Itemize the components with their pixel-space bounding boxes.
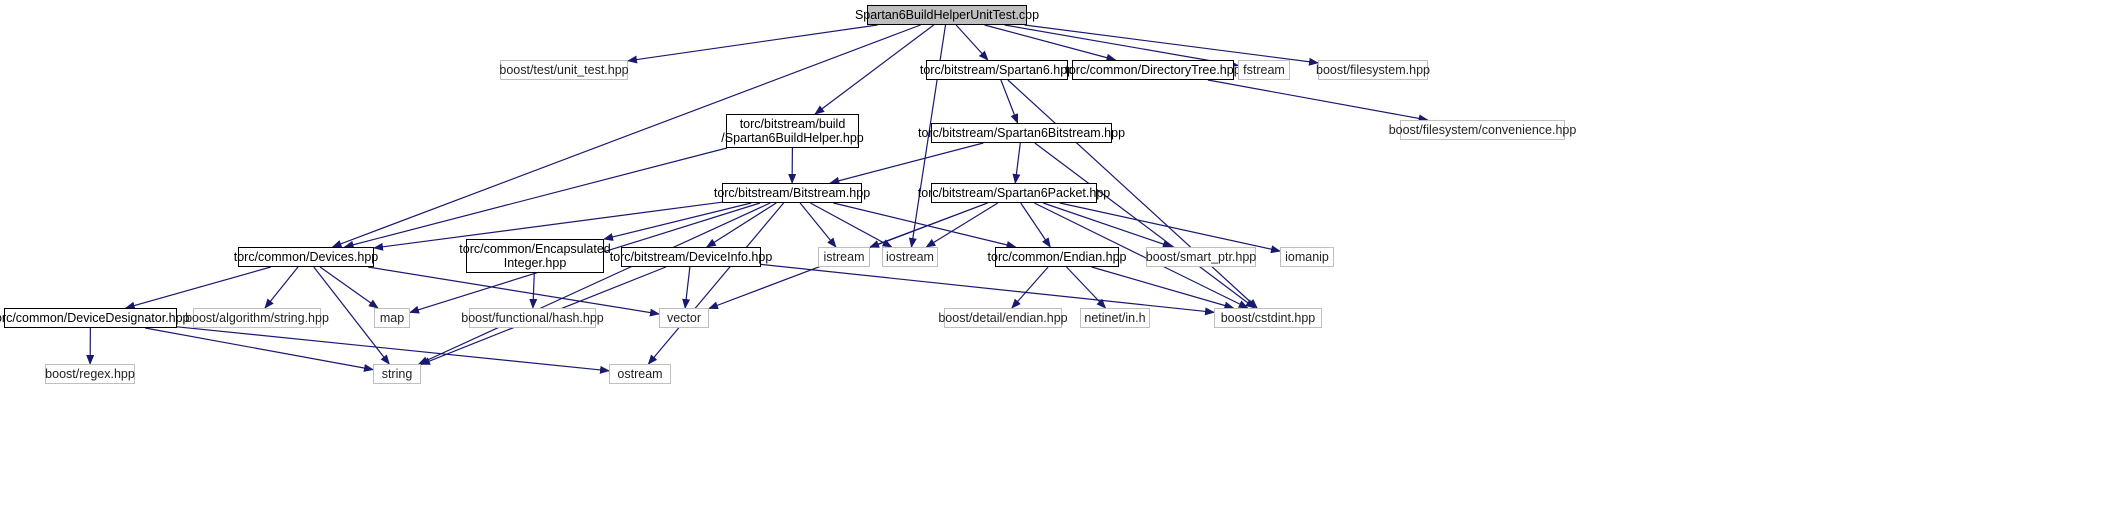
edge-root-to-spartan6: [955, 24, 989, 61]
node-regex: boost/regex.hpp: [45, 364, 135, 384]
edge-devinfo-to-cstdint: [760, 263, 1215, 316]
edge-root-to-s6bh: [814, 24, 935, 115]
edge-bitstream-to-endian: [833, 202, 1017, 249]
node-iomanip: iomanip: [1280, 247, 1334, 267]
node-encint[interactable]: torc/common/Encapsulated Integer.hpp: [459, 239, 611, 273]
edge-endian-to-cstdint: [1091, 266, 1235, 310]
node-dirtree[interactable]: torc/common/DirectoryTree.hpp: [1065, 60, 1241, 80]
edge-s6bs-to-bitstream: [829, 142, 984, 185]
edge-root-to-unit_test: [627, 24, 878, 64]
node-s6bs[interactable]: torc/bitstream/Spartan6Bitstream.hpp: [918, 123, 1125, 143]
node-devdes[interactable]: torc/common/DeviceDesignator.hpp: [0, 308, 190, 328]
edge-bitstream-to-istream: [799, 202, 837, 248]
node-endian[interactable]: torc/common/Endian.hpp: [988, 247, 1126, 267]
node-bfs_conv: boost/filesystem/convenience.hpp: [1389, 120, 1576, 140]
node-ostream: ostream: [609, 364, 671, 384]
node-fstream: fstream: [1238, 60, 1290, 80]
edge-devdes-to-ostream: [176, 326, 610, 374]
edge-s6packet-to-endian: [1020, 202, 1051, 248]
edge-endian-to-detend: [1011, 266, 1049, 309]
edge-root-to-fstream: [1004, 24, 1239, 68]
edge-root-to-bfs: [1024, 24, 1319, 66]
edge-s6packet-to-smartptr: [1043, 202, 1173, 248]
edge-s6packet-to-cstdint: [1034, 202, 1249, 309]
edge-devices-to-algstr: [264, 266, 299, 309]
node-spartan6[interactable]: torc/bitstream/Spartan6.hpp: [920, 60, 1074, 80]
edge-s6packet-to-iomanip: [1059, 202, 1281, 254]
node-istream: istream: [818, 247, 870, 267]
edge-s6bs-to-cstdint: [1034, 142, 1256, 309]
node-funchash: boost/functional/hash.hpp: [461, 308, 604, 328]
edge-devinfo-to-vector: [682, 266, 691, 309]
node-iostream: iostream: [882, 247, 938, 267]
node-devinfo[interactable]: torc/bitstream/DeviceInfo.hpp: [610, 247, 772, 267]
node-detend: boost/detail/endian.hpp: [938, 308, 1068, 328]
edge-spartan6-to-cstdint: [1007, 79, 1258, 309]
edge-root-to-dirtree: [984, 24, 1117, 62]
edge-bitstream-to-iostream: [810, 202, 893, 248]
edge-endian-to-netinet: [1066, 266, 1107, 309]
edge-spartan6-to-s6bs: [1000, 79, 1019, 124]
node-root[interactable]: Spartan6BuildHelperUnitTest.cpp: [855, 5, 1039, 25]
node-map: map: [374, 308, 410, 328]
node-smartptr: boost/smart_ptr.hpp: [1146, 247, 1256, 267]
node-netinet: netinet/in.h: [1080, 308, 1150, 328]
edge-bitstream-to-devices: [373, 201, 723, 251]
edge-devdes-to-string: [145, 327, 374, 372]
edge-bitstream-to-string: [417, 202, 771, 365]
edge-devices-to-string: [313, 266, 390, 365]
edge-dirtree-to-bfs_conv: [1207, 79, 1429, 123]
node-bfs: boost/filesystem.hpp: [1316, 60, 1430, 80]
node-unit_test: boost/test/unit_test.hpp: [499, 60, 629, 80]
node-vector: vector: [659, 308, 709, 328]
node-devices[interactable]: torc/common/Devices.hpp: [234, 247, 378, 267]
edge-bitstream-to-encint: [603, 202, 752, 241]
node-algstr: boost/algorithm/string.hpp: [185, 308, 329, 328]
edge-root-to-devices: [331, 24, 921, 248]
node-cstdint: boost/cstdint.hpp: [1214, 308, 1322, 328]
edge-s6packet-to-iostream: [925, 202, 999, 248]
node-string: string: [373, 364, 421, 384]
node-s6bh[interactable]: torc/bitstream/build /Spartan6BuildHelpe…: [721, 114, 864, 148]
node-bitstream[interactable]: torc/bitstream/Bitstream.hpp: [714, 183, 870, 203]
edge-bitstream-to-devinfo: [705, 202, 777, 248]
node-s6packet[interactable]: torc/bitstream/Spartan6Packet.hpp: [918, 183, 1110, 203]
edge-encint-to-funchash: [529, 272, 538, 309]
edge-devices-to-vector: [367, 266, 660, 317]
edge-devices-to-map: [319, 266, 379, 309]
edge-s6bs-to-s6packet: [1012, 142, 1021, 184]
edge-bitstream-to-ostream: [647, 202, 785, 365]
edge-devices-to-devdes: [124, 266, 271, 310]
edge-s6bh-to-devices: [343, 147, 728, 249]
